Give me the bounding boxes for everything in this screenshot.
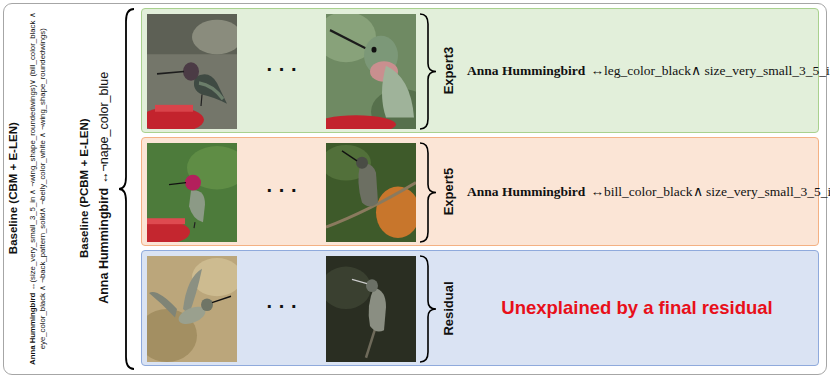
rotated-text: Baseline (PCBM + E-LEN) <box>77 10 91 366</box>
expert-band: · · · Residual Unexplained by a final resi… <box>141 250 819 366</box>
rule-box: Unexplained by a final residual <box>467 297 807 319</box>
class-name: Anna Hummingbird <box>97 188 111 304</box>
band-label: Expert3 <box>441 14 456 127</box>
rule-box: Anna Hummingbird ↔leg_color_black∧ size_v… <box>467 61 830 81</box>
ellipsis-dots: · · · <box>242 180 322 200</box>
rotated-text: Anna Hummingbird ↔¬nape_color_blue <box>97 10 113 366</box>
baseline-heading: Baseline (PCBM + E-LEN) <box>78 118 90 258</box>
expert-band: · · ·Expert5Anna Hummingbird↔bill_color_… <box>141 137 819 246</box>
ellipsis-dots: · · · <box>242 296 322 316</box>
band-label: Residual <box>441 256 456 360</box>
expert-band: · · ·Expert3Anna Hummingbird↔leg_color_b… <box>141 8 819 133</box>
ellipsis-dots: · · · <box>242 59 322 79</box>
band-label: Expert5 <box>441 143 456 240</box>
rotated-text: Anna Hummingbird↔(size_very_small_3_5_in… <box>28 10 47 366</box>
rule-formula: ↔bill_color_black∧ size_very_small_3_5_i… <box>591 184 830 199</box>
rule-box: Anna Hummingbird ↔bill_color_black∧ size_… <box>467 182 830 202</box>
rotated-text: Baseline (CBM + E-LEN) <box>6 10 20 366</box>
expert-name: Residual <box>441 281 456 335</box>
formula-text: ↔¬nape_color_blue <box>97 72 111 184</box>
outer-panel: Baseline (CBM + E-LEN) Anna Hummingbird↔(… <box>3 3 827 375</box>
class-name: Anna Hummingbird <box>28 292 37 364</box>
baseline-heading: Baseline (CBM + E-LEN) <box>7 122 19 254</box>
expert-name: Expert3 <box>441 47 456 95</box>
class-name: Anna Hummingbird <box>467 184 585 199</box>
rule-formula: ↔leg_color_black∧ size_very_small_3_5_in <box>591 63 830 78</box>
class-name: Anna Hummingbird <box>467 63 585 78</box>
expert-name: Expert5 <box>441 168 456 216</box>
residual-note: Unexplained by a final residual <box>501 297 772 318</box>
